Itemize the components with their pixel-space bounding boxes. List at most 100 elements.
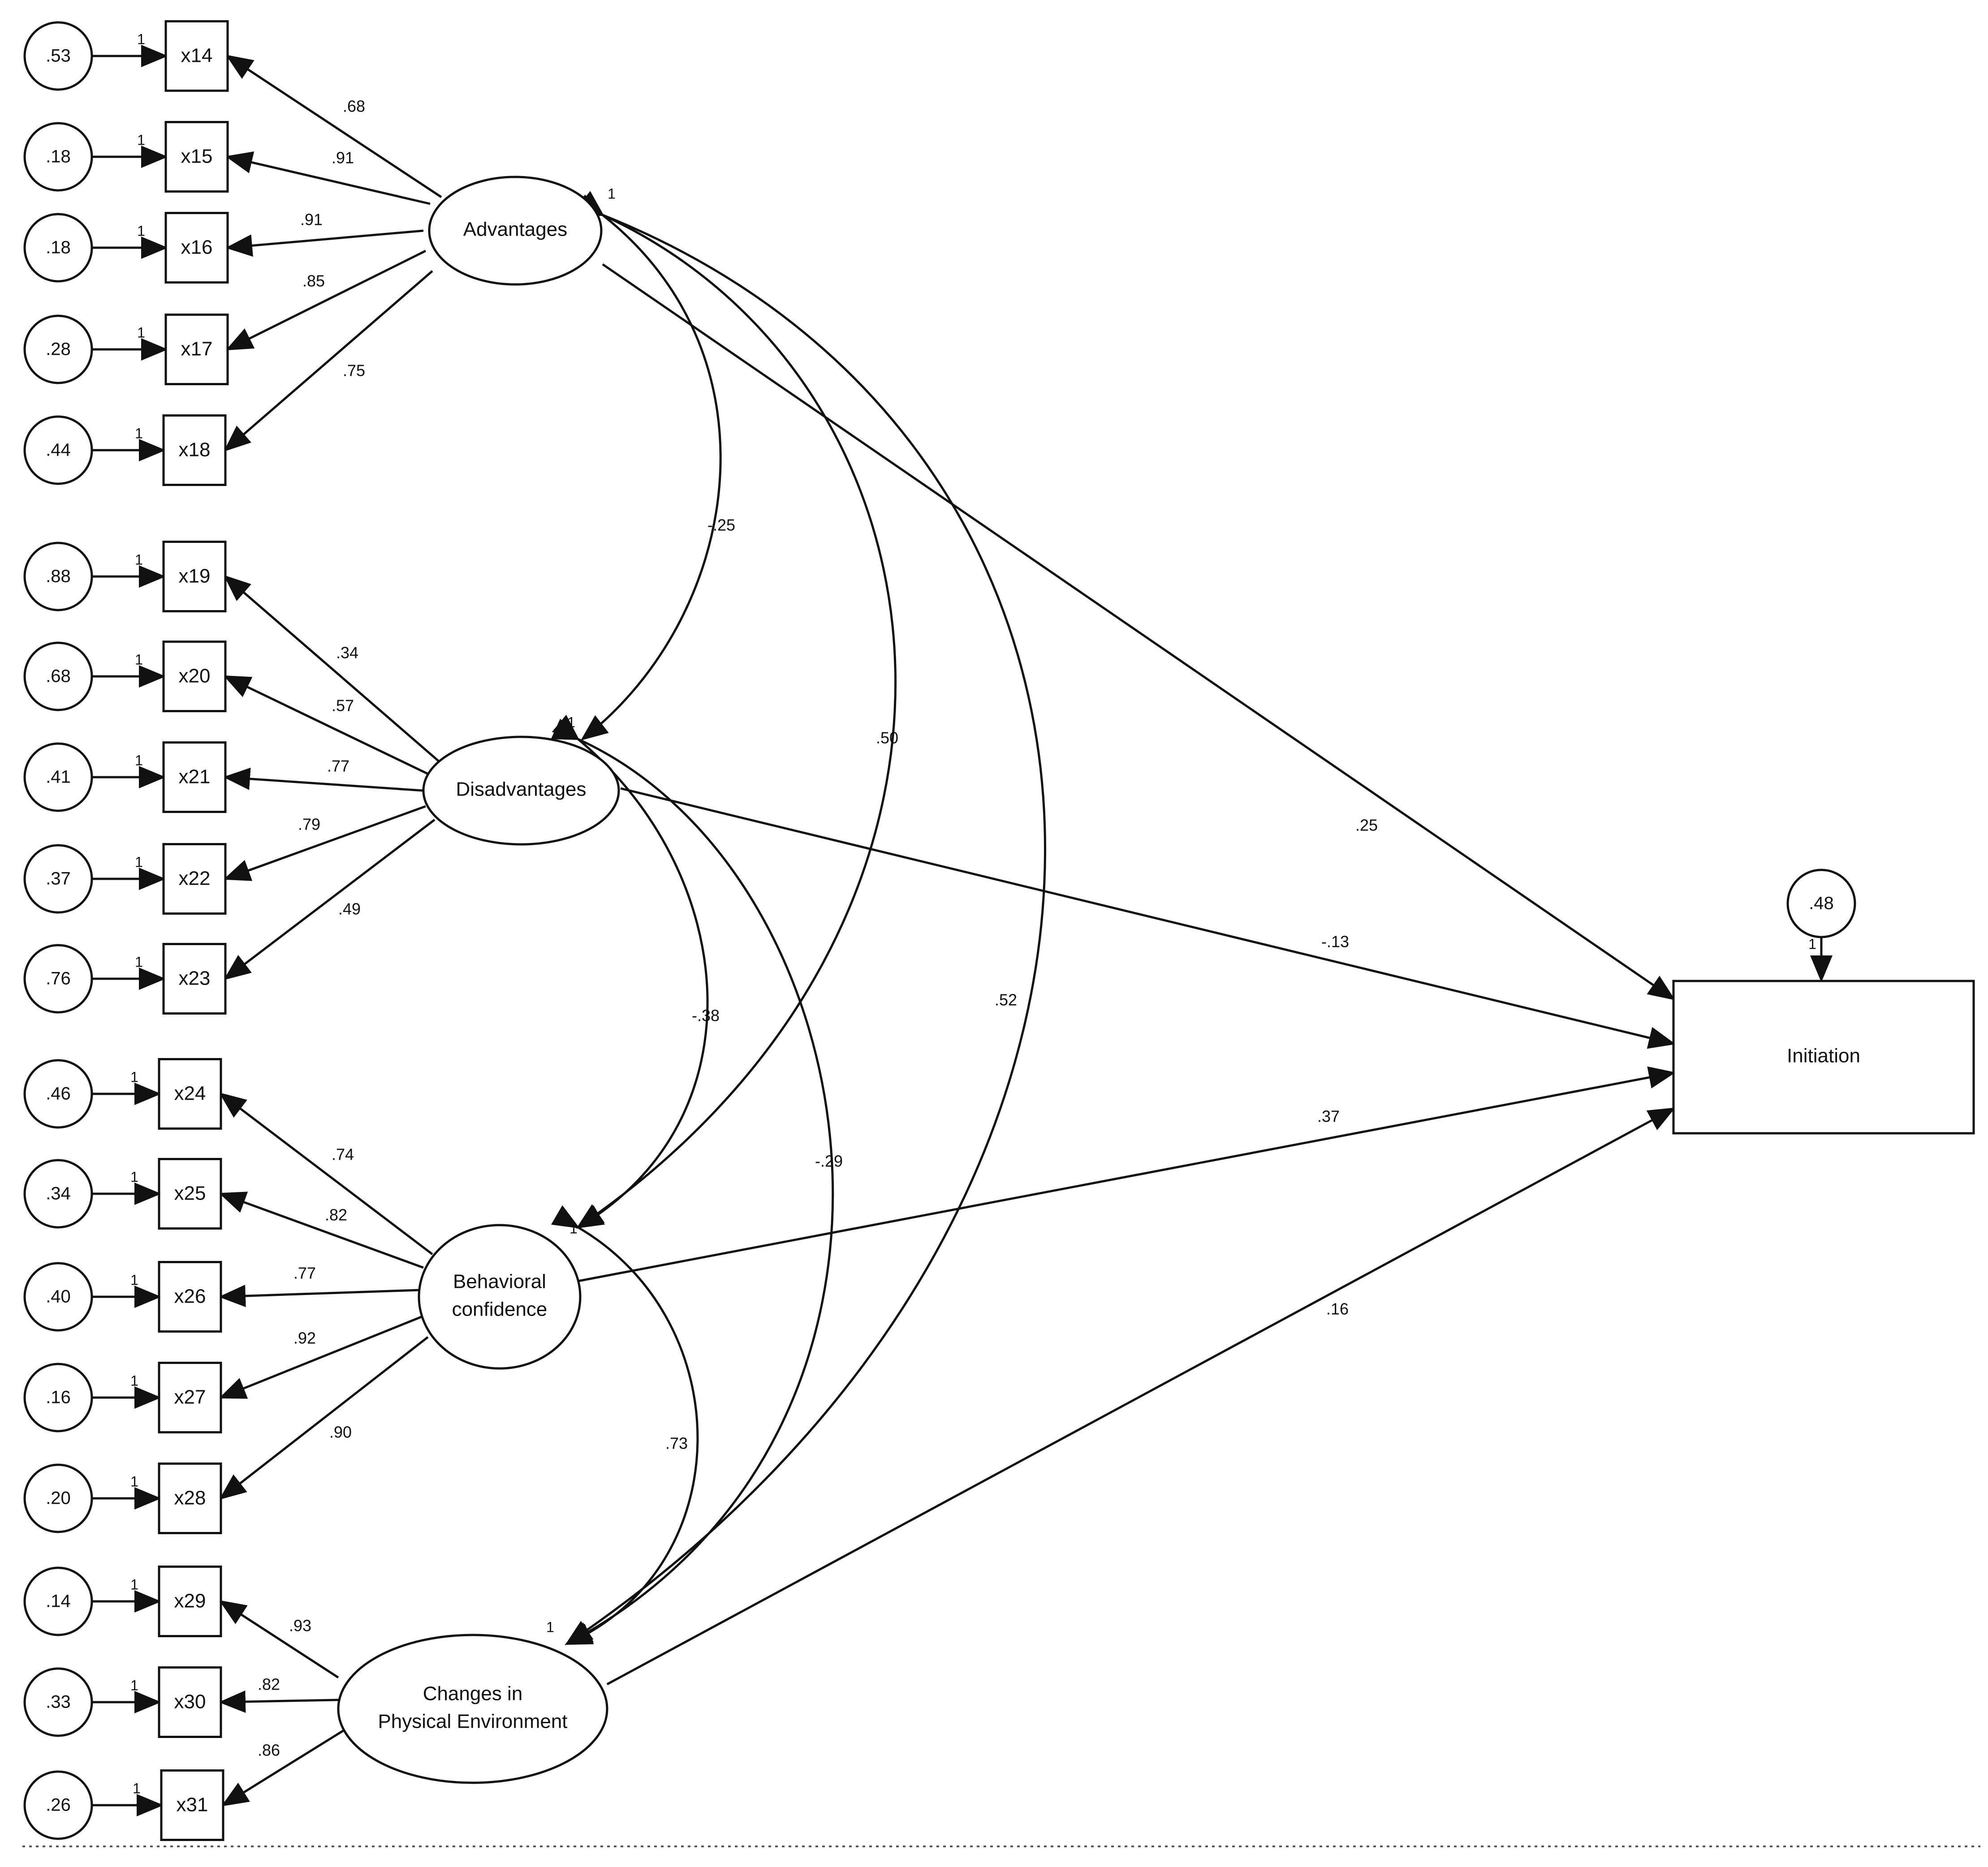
loading-arrow-x21 — [223, 767, 424, 792]
error-circle-x30 — [23, 1667, 93, 1737]
outcome-label: Initiation — [1787, 1045, 1860, 1067]
latent-label-beh-1: confidence — [452, 1299, 548, 1321]
loading-label-x16: .91 — [300, 211, 323, 229]
error-circle-x29 — [23, 1566, 93, 1636]
loading-label-x23: .49 — [338, 900, 361, 918]
covariance-label-dis-chg: -.29 — [815, 1152, 843, 1170]
error-circle-x18 — [23, 415, 93, 485]
loading-label-x17: .85 — [302, 272, 325, 290]
indicator-box-x30 — [158, 1666, 222, 1738]
latent-label-chg-0: Changes in — [423, 1683, 523, 1705]
loading-arrow-x24 — [219, 1092, 433, 1255]
loading-label-x22: .79 — [298, 815, 320, 834]
indicator-box-x27 — [158, 1362, 222, 1433]
indicator-box-x22 — [162, 843, 227, 915]
loading-label-x28: .90 — [329, 1423, 352, 1441]
indicator-label-x15: x15 — [181, 146, 213, 168]
covariance-label-adv-beh: .50 — [876, 729, 898, 747]
loading-arrow-x23 — [224, 819, 436, 981]
loading-arrow-x28 — [219, 1336, 429, 1500]
covariance-label-adv-chg: .52 — [995, 991, 1017, 1009]
fixed-weight-x25: 1 — [130, 1169, 138, 1185]
error-circle-x24 — [23, 1059, 93, 1129]
covariance-label-beh-chg: .73 — [665, 1434, 688, 1453]
error-circle-x20 — [23, 641, 93, 711]
covariance-label-adv-dis: -.25 — [707, 516, 735, 534]
error-circle-x23 — [23, 944, 93, 1014]
error-circle-x26 — [23, 1262, 93, 1332]
loading-arrow-x26 — [219, 1285, 419, 1308]
loading-label-x30: .82 — [258, 1675, 280, 1694]
error-variance-x28: .20 — [46, 1488, 71, 1508]
indicator-box-x31 — [160, 1769, 224, 1841]
path-coef-beh: .37 — [1317, 1107, 1340, 1126]
fixed-weight-x23: 1 — [135, 954, 143, 970]
error-circle-x15 — [23, 122, 93, 192]
indicator-box-x15 — [164, 121, 229, 193]
indicator-label-x17: x17 — [181, 338, 213, 360]
indicator-box-x21 — [162, 741, 227, 813]
indicator-label-x20: x20 — [179, 665, 211, 687]
latent-variance-mark-chg: 1 — [546, 1619, 554, 1635]
loading-label-x15: .91 — [332, 149, 354, 167]
indicator-box-x23 — [162, 943, 227, 1015]
loading-arrow-x15 — [225, 151, 431, 205]
error-circle-x28 — [23, 1463, 93, 1533]
error-circle-x19 — [23, 542, 93, 611]
error-variance-x14: .53 — [46, 46, 71, 66]
error-circle-x25 — [23, 1159, 93, 1229]
loading-arrow-x30 — [219, 1690, 339, 1713]
fixed-weight-x15: 1 — [137, 132, 145, 148]
loading-label-x20: .57 — [332, 697, 354, 715]
indicator-label-x25: x25 — [174, 1183, 206, 1205]
error-circle-x21 — [23, 742, 93, 812]
loading-arrow-x25 — [219, 1192, 424, 1269]
fixed-weight-x14: 1 — [137, 31, 145, 47]
error-circle-x14 — [23, 21, 93, 91]
error-circle-x27 — [23, 1363, 93, 1433]
indicator-box-x25 — [158, 1158, 222, 1230]
latent-variance-mark-adv: 1 — [608, 185, 616, 202]
latent-label-adv-0: Advantages — [463, 219, 567, 241]
path-coef-chg: .16 — [1326, 1300, 1349, 1318]
error-variance-x24: .46 — [46, 1084, 71, 1104]
fixed-weight-x28: 1 — [130, 1473, 138, 1489]
fixed-weight-x19: 1 — [135, 551, 143, 568]
labels-layer: -.25.50.52-.38-.29.73.25-.13.37.16x14.53… — [46, 31, 1860, 1815]
error-variance-x23: .76 — [46, 969, 71, 989]
indicator-label-x27: x27 — [174, 1386, 206, 1408]
latent-ellipse-dis — [422, 736, 620, 846]
path-coef-dis: -.13 — [1321, 933, 1349, 951]
error-circle-x31 — [23, 1770, 93, 1840]
loading-arrow-x27 — [219, 1316, 422, 1399]
loading-label-x18: .75 — [343, 361, 365, 380]
fixed-weight-x31: 1 — [133, 1780, 141, 1796]
indicator-box-x17 — [164, 314, 229, 385]
covariance-arc-beh-chg — [551, 1205, 699, 1645]
fixed-weight-x21: 1 — [135, 752, 143, 768]
covariance-arc-adv-dis — [576, 191, 722, 741]
error-variance-x17: .28 — [46, 340, 71, 359]
indicator-label-x18: x18 — [179, 439, 211, 461]
fixed-weight-x27: 1 — [130, 1372, 138, 1389]
loading-label-x31: .86 — [258, 1741, 280, 1759]
error-variance-x29: .14 — [46, 1592, 71, 1611]
path-arrow-adv-initiation — [602, 263, 1676, 1000]
indicator-label-x31: x31 — [177, 1794, 208, 1816]
loading-label-x25: .82 — [325, 1206, 347, 1224]
loading-label-x14: .68 — [343, 97, 365, 116]
error-circle-x16 — [23, 213, 93, 283]
covariance-arc-adv-beh — [575, 194, 897, 1229]
latent-variance-mark-beh: 1 — [569, 1220, 578, 1236]
indicator-label-x24: x24 — [174, 1083, 206, 1105]
path-arrow-chg-initiation — [606, 1107, 1676, 1686]
fixed-weight-x20: 1 — [135, 651, 143, 667]
covariance-arc-dis-chg — [551, 718, 834, 1645]
latent-label-dis-0: Disadvantages — [456, 779, 586, 800]
covariance-arc-adv-chg — [565, 195, 1046, 1645]
fixed-weight-x26: 1 — [130, 1272, 138, 1288]
path-arrow-beh-initiation — [578, 1066, 1676, 1282]
error-variance-x19: .88 — [46, 567, 71, 586]
loading-label-x24: .74 — [332, 1145, 354, 1164]
indicator-box-x19 — [162, 541, 227, 612]
